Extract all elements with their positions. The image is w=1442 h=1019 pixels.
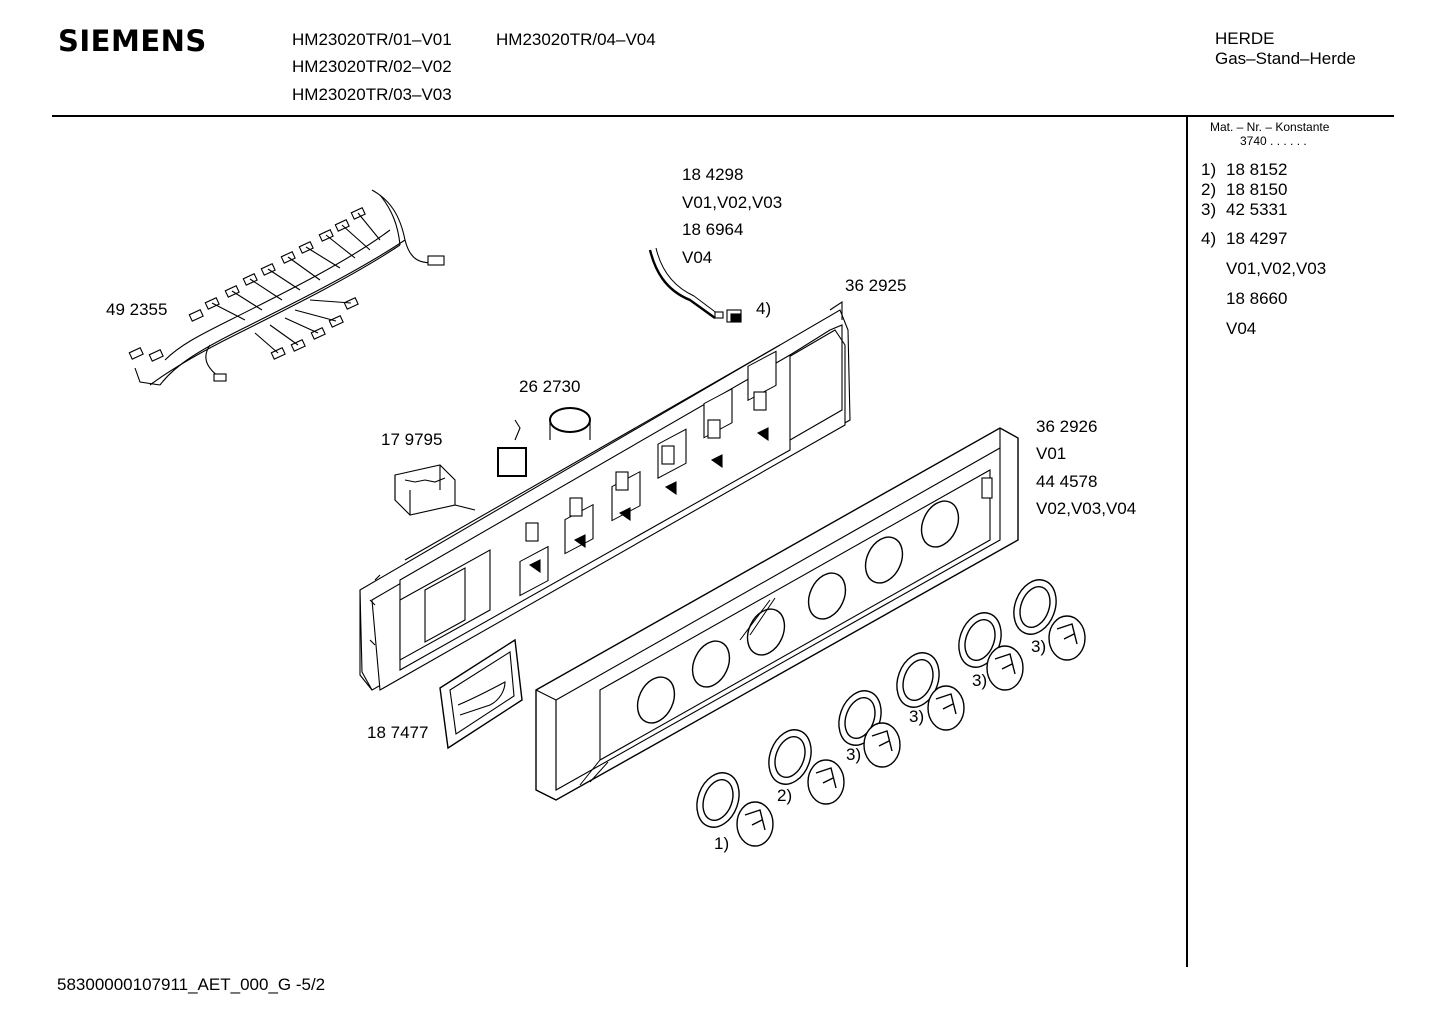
model-number: HM23020TR/01–V01 (292, 30, 452, 49)
mat-header: Mat. – Nr. – Konstante (1210, 120, 1330, 134)
control-fascia-drawing (535, 427, 1019, 801)
control-knobs (696, 579, 1086, 847)
part-label: 18 7477 (367, 723, 429, 742)
document-id: 58300000107911_AET_000_G -5/2 (57, 975, 326, 994)
category-title: HERDE (1215, 29, 1275, 48)
part-label: 36 2926 (1036, 417, 1098, 436)
part-label: 18 4298 (682, 165, 744, 184)
knob-callout: 3) (1031, 637, 1047, 656)
sidebar-item-part: 18 8150 (1226, 180, 1288, 199)
sidebar-item-num: 1) (1201, 160, 1217, 179)
sidebar-item-num: 2) (1201, 180, 1217, 199)
mat-value: 3740 . . . . . . (1240, 134, 1307, 148)
sidebar-variant: V01,V02,V03 (1226, 259, 1327, 278)
part-label: 17 9795 (381, 430, 443, 449)
sidebar-item-num: 3) (1201, 200, 1217, 219)
sidebar-item-part: 18 4297 (1226, 229, 1288, 248)
gas-valve-drawing (394, 464, 476, 516)
sidebar-item-part: 42 5331 (1226, 200, 1288, 219)
knob-callout: 3) (909, 707, 925, 726)
knob-callout: 3) (972, 671, 988, 690)
wiring-harness-drawing (128, 189, 445, 386)
part-variant: V04 (682, 248, 713, 267)
knob-holes (636, 500, 960, 724)
knob-callout: 3) (846, 745, 862, 764)
part-variant: V02,V03,V04 (1036, 499, 1137, 518)
sidebar-variant: V04 (1226, 319, 1257, 338)
model-number: HM23020TR/04–V04 (496, 30, 656, 49)
part-label: 36 2925 (845, 276, 907, 295)
display-window-drawing (439, 638, 523, 750)
sidebar-divider (1186, 117, 1188, 967)
part-label: 26 2730 (519, 377, 581, 396)
header-divider (52, 115, 1394, 117)
model-number: HM23020TR/02–V02 (292, 57, 452, 76)
part-label: 18 6964 (682, 220, 744, 239)
sidebar-item-num: 4) (1201, 229, 1217, 248)
switch-panel-drawing (359, 300, 851, 691)
part-label: 49 2355 (106, 300, 168, 319)
knob-callout: 1) (714, 834, 730, 853)
subcategory-title: Gas–Stand–Herde (1215, 49, 1356, 68)
part-variant: V01 (1036, 444, 1067, 463)
thermocouple-drawing (648, 247, 742, 323)
sidebar-item-part: 18 8152 (1226, 160, 1288, 179)
part-variant: V01,V02,V03 (682, 193, 783, 212)
part-label: 44 4578 (1036, 472, 1098, 491)
brand-logo: SIEMENS (58, 24, 207, 58)
model-number: HM23020TR/03–V03 (292, 85, 452, 104)
knob-callout: 2) (777, 786, 793, 805)
sidebar-variant-part: 18 8660 (1226, 289, 1288, 308)
part-callout: 4) (756, 299, 772, 318)
